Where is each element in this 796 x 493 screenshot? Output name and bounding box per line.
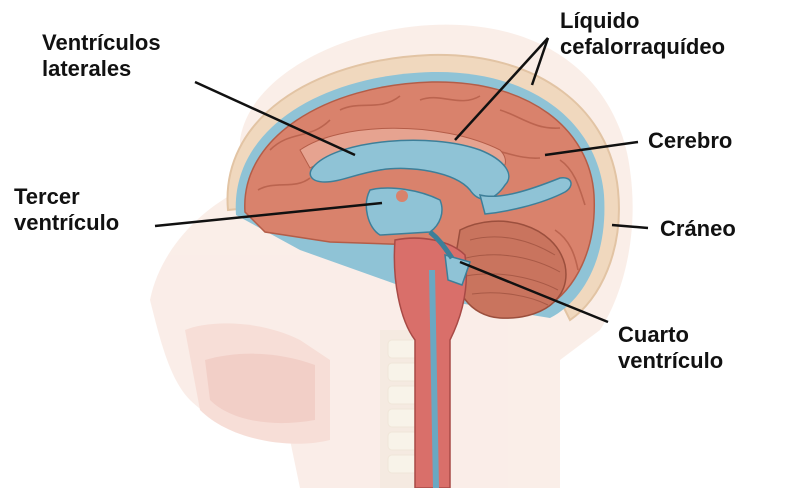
interthalamic-adhesion: [396, 190, 408, 202]
label-line: Ventrículos: [42, 30, 161, 56]
label-line: ventrículo: [14, 210, 119, 236]
central-canal: [432, 270, 436, 488]
label-line: ventrículo: [618, 348, 723, 374]
label-tercer-ventriculo: Tercer ventrículo: [14, 184, 119, 236]
label-line: cefalorraquídeo: [560, 34, 725, 60]
label-cuarto-ventriculo: Cuarto ventrículo: [618, 322, 723, 374]
label-liquido-cefalorraquideo: Líquido cefalorraquídeo: [560, 8, 725, 60]
label-line: Cuarto: [618, 322, 723, 348]
label-craneo: Cráneo: [660, 216, 736, 242]
label-line: Tercer: [14, 184, 119, 210]
label-ventriculos-laterales: Ventrículos laterales: [42, 30, 161, 82]
label-line: Líquido: [560, 8, 725, 34]
label-line: laterales: [42, 56, 161, 82]
label-cerebro: Cerebro: [648, 128, 732, 154]
